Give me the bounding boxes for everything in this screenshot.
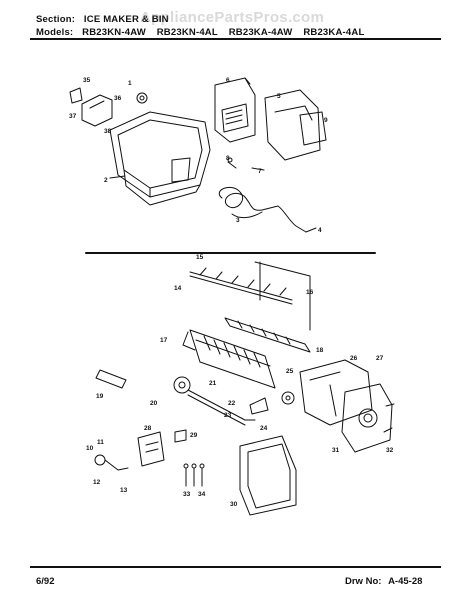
ice-bin-drawing [109, 111, 211, 206]
footer-rule [30, 566, 441, 568]
section-value: ICE MAKER & BIN [83, 14, 169, 25]
shutoff-arm-drawing [189, 267, 293, 305]
part-label-4: 4 [318, 227, 322, 234]
auger-motor-drawing [214, 77, 256, 143]
part-label-19: 19 [96, 393, 104, 400]
stripper-drawing [224, 317, 311, 353]
part-label-37: 37 [69, 113, 77, 120]
part-label-8: 8 [226, 155, 230, 162]
footer-drawing-number: Drw No: A-45-28 [345, 576, 422, 587]
fill-tube-drawing [95, 369, 127, 389]
part-label-33: 33 [183, 491, 191, 498]
mounting-plate-drawing [173, 376, 256, 426]
section-label: Section: [36, 14, 76, 25]
part-label-3: 3 [236, 217, 240, 224]
part-number-labels: 1 2 3 4 5 6 7 8 9 10 11 12 13 14 15 16 1… [69, 77, 394, 508]
part-label-32: 32 [386, 447, 394, 454]
part-label-29: 29 [190, 432, 198, 439]
model-2: RB23KN-4AL [156, 27, 218, 38]
models-line: Models: RB23KN-4AW RB23KN-4AL RB23KA-4AW… [36, 27, 364, 38]
screws-drawing [183, 463, 205, 487]
chute-drawing [264, 89, 327, 161]
water-valve-drawing [94, 431, 165, 471]
part-label-26: 26 [350, 355, 358, 362]
bracket-drawing [69, 87, 148, 127]
part-label-24: 24 [260, 425, 268, 432]
part-label-23: 23 [224, 412, 232, 419]
watermark: AppliancePartsPros.com [140, 9, 325, 26]
part-label-34: 34 [198, 491, 206, 498]
part-label-30: 30 [230, 501, 238, 508]
part-label-7: 7 [258, 168, 262, 175]
part-label-12: 12 [93, 479, 101, 486]
model-4: RB23KA-4AL [303, 27, 365, 38]
part-label-31: 31 [332, 447, 340, 454]
part-label-25: 25 [286, 368, 294, 375]
part-label-10: 10 [86, 445, 94, 452]
control-housing-drawing [299, 359, 393, 453]
part-label-18: 18 [316, 347, 324, 354]
drawing-number-value: A-45-28 [388, 576, 423, 587]
part-label-36: 36 [114, 95, 122, 102]
motor-switch-drawing [174, 429, 187, 443]
part-label-20: 20 [150, 400, 158, 407]
ice-tray-cover-drawing [254, 261, 311, 331]
part-label-14: 14 [174, 285, 182, 292]
footer-date: 6/92 [36, 576, 55, 587]
part-label-5: 5 [277, 93, 281, 100]
drawing-number-label: Drw No: [345, 576, 382, 587]
thermostat-drawing [249, 391, 295, 415]
part-label-35: 35 [83, 77, 91, 84]
models-label: Models: [36, 27, 74, 38]
part-label-22: 22 [228, 400, 236, 407]
part-label-38: 38 [104, 128, 112, 135]
part-label-2: 2 [104, 177, 108, 184]
heater-wire-drawing [218, 186, 317, 233]
part-label-6: 6 [226, 77, 230, 84]
part-label-21: 21 [209, 380, 217, 387]
part-label-27: 27 [376, 355, 384, 362]
part-label-28: 28 [144, 425, 152, 432]
header-rule [30, 38, 441, 40]
model-1: RB23KN-4AW [82, 27, 146, 38]
ice-box-drawing [239, 435, 297, 516]
section-line: Section: ICE MAKER & BIN [36, 14, 169, 25]
part-label-17: 17 [160, 337, 168, 344]
part-label-1: 1 [128, 80, 132, 87]
part-label-15: 15 [196, 254, 204, 261]
ice-mold-drawing [182, 329, 276, 389]
model-3: RB23KA-4AW [228, 27, 293, 38]
part-label-16: 16 [306, 289, 314, 296]
part-label-13: 13 [120, 487, 128, 494]
part-label-9: 9 [324, 117, 328, 124]
part-label-11: 11 [97, 439, 104, 446]
